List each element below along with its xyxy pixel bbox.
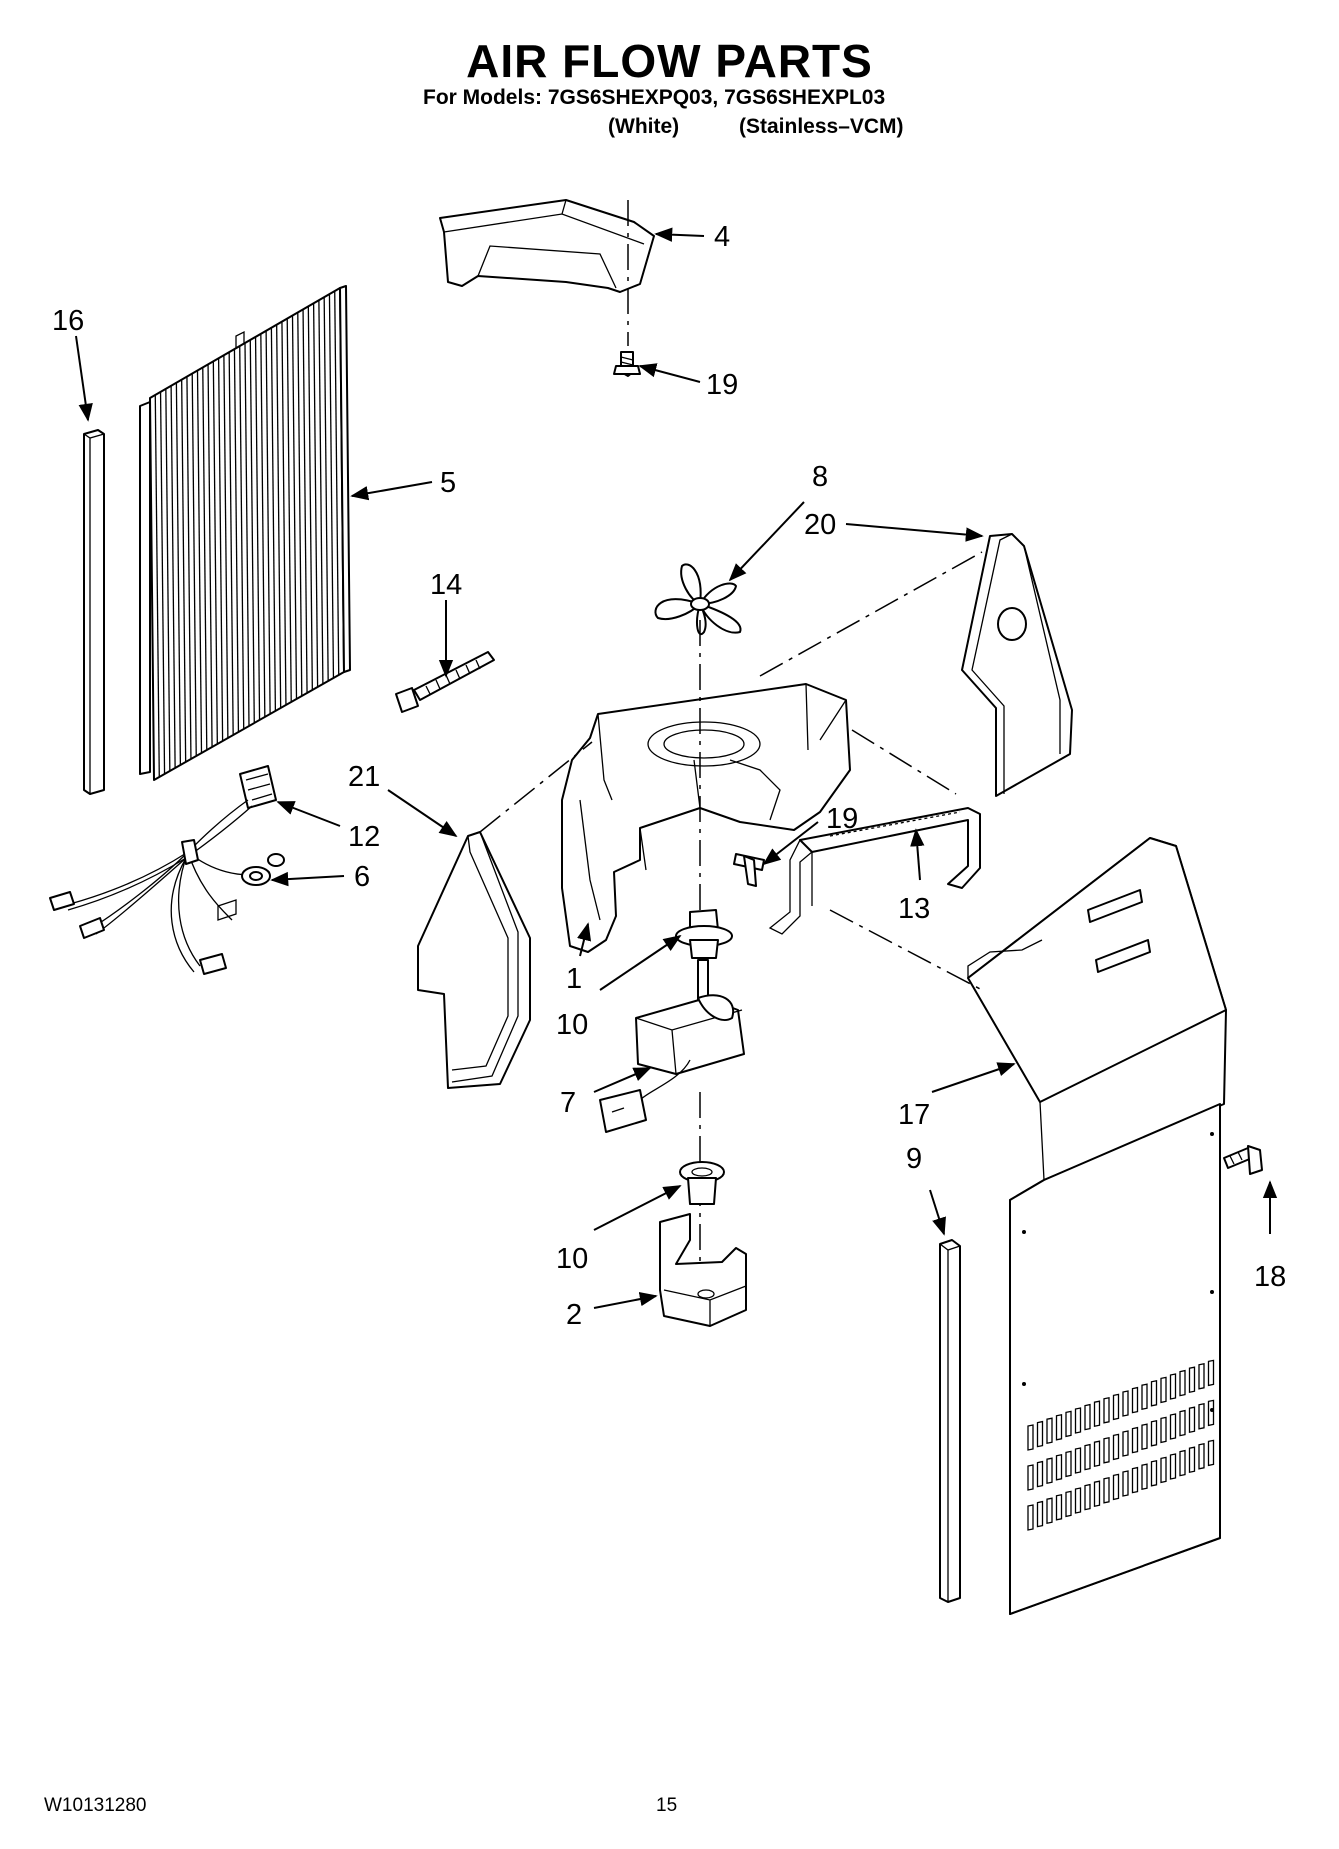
page-number: 15 <box>656 1795 678 1816</box>
leader-lines <box>75 227 1278 1309</box>
callout-10-upper: 10 <box>556 1009 588 1041</box>
part-12-wire-harness <box>49 765 285 975</box>
part-8-fan-blade <box>654 563 742 635</box>
models-line: For Models: 7GS6SHEXPQ03, 7GS6SHEXPL03 <box>423 86 886 109</box>
part-21-side-cover-left <box>417 831 531 1089</box>
page-title: AIR FLOW PARTS <box>466 35 873 87</box>
part-17-rear-panel <box>967 837 1227 1615</box>
part-1-fan-shroud <box>561 683 851 953</box>
part-9-foam-strip <box>939 1239 961 1603</box>
part-10-grommet-upper <box>675 909 733 959</box>
part-10-grommet-lower <box>679 1161 725 1205</box>
callout-21: 21 <box>348 761 380 793</box>
callout-12: 12 <box>348 821 380 853</box>
callout-10-lower: 10 <box>556 1243 588 1275</box>
part-20-side-cover-right <box>961 533 1073 797</box>
callout-17: 17 <box>898 1099 930 1131</box>
variant-white: (White) <box>608 115 680 138</box>
part-13-baffle <box>768 807 981 935</box>
callout-7: 7 <box>560 1087 576 1119</box>
part-2-motor-bracket <box>659 1213 747 1327</box>
callout-9: 9 <box>906 1143 922 1175</box>
variant-stainless: (Stainless–VCM) <box>739 115 904 138</box>
callout-2: 2 <box>566 1299 582 1331</box>
callout-19-top: 19 <box>706 369 738 401</box>
callout-13: 13 <box>898 893 930 925</box>
part-18-screw <box>1223 1145 1263 1175</box>
callout-16: 16 <box>52 305 84 337</box>
part-19-screw-top <box>613 351 641 377</box>
part-5-evaporator-panel <box>139 285 351 781</box>
document-number: W10131280 <box>44 1795 147 1816</box>
callout-18: 18 <box>1254 1261 1286 1293</box>
part-4-upper-duct <box>439 199 655 346</box>
part-6-grommet <box>241 866 271 886</box>
callout-labels: 4 19 16 5 8 20 14 21 12 6 19 13 1 10 7 1… <box>52 221 1286 1331</box>
callout-19-mid: 19 <box>826 803 858 835</box>
callout-4: 4 <box>714 221 730 253</box>
callout-20: 20 <box>804 509 836 541</box>
part-16-foam-strip <box>83 429 105 795</box>
callout-8: 8 <box>812 461 828 493</box>
callout-6: 6 <box>354 861 370 893</box>
part-19-screw-mid <box>733 853 765 887</box>
part-7-fan-motor <box>599 959 745 1133</box>
callout-14: 14 <box>430 569 462 601</box>
callout-1: 1 <box>566 963 582 995</box>
callout-5: 5 <box>440 467 456 499</box>
part-14-cable-tie <box>395 651 495 713</box>
